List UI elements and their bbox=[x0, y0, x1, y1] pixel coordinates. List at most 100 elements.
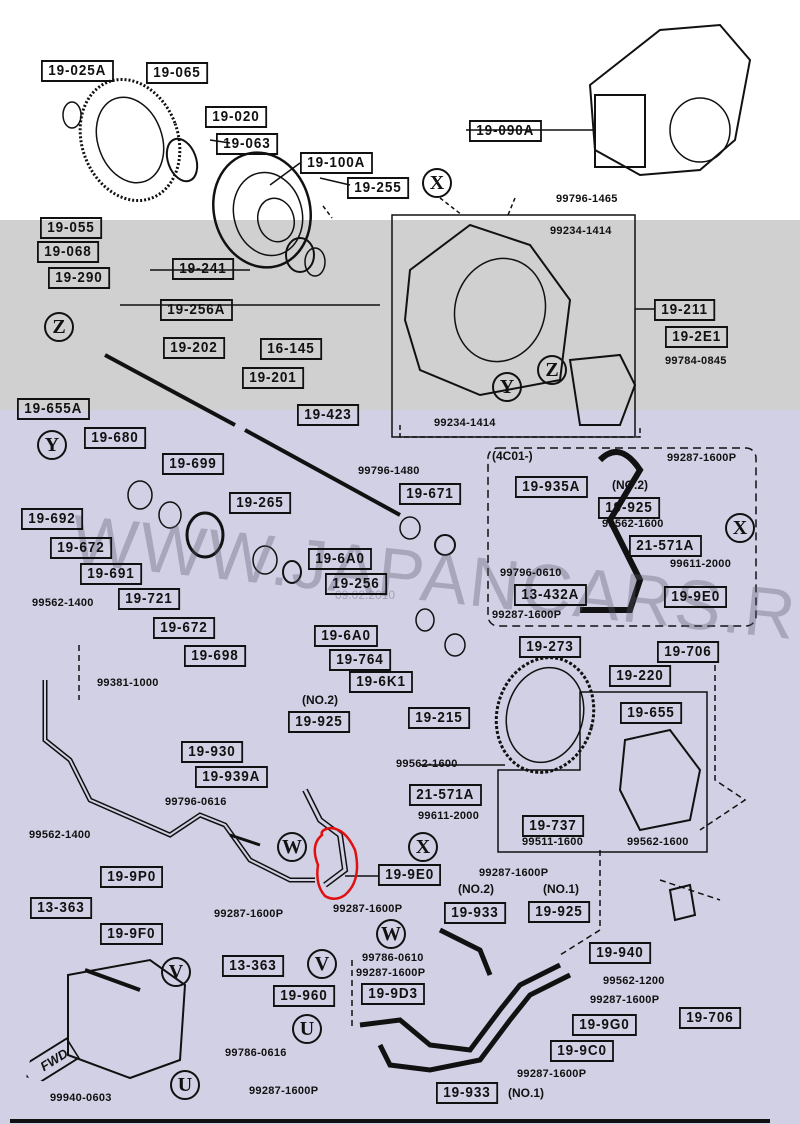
part-number[interactable]: 99287-1600P bbox=[492, 609, 562, 621]
part-label[interactable]: 19-737 bbox=[522, 815, 584, 837]
part-number[interactable]: 99287-1600P bbox=[249, 1085, 319, 1097]
part-number[interactable]: 99786-0616 bbox=[225, 1047, 287, 1059]
part-label[interactable]: 19-706 bbox=[679, 1007, 741, 1029]
part-number[interactable]: 99796-1480 bbox=[358, 465, 420, 477]
part-label[interactable]: 19-960 bbox=[273, 985, 335, 1007]
part-label[interactable]: 19-9F0 bbox=[100, 923, 163, 945]
part-number[interactable]: 99562-1600 bbox=[627, 836, 689, 848]
part-label[interactable]: 19-672 bbox=[50, 537, 112, 559]
part-label[interactable]: 19-672 bbox=[153, 617, 215, 639]
part-number[interactable]: 99287-1600P bbox=[356, 967, 426, 979]
part-label[interactable]: 13-363 bbox=[30, 897, 92, 919]
part-label[interactable]: 19-655 bbox=[620, 702, 682, 724]
part-number[interactable]: 99287-1600P bbox=[479, 867, 549, 879]
part-label[interactable]: 19-9C0 bbox=[550, 1040, 615, 1062]
reference-marker-v[interactable]: V bbox=[161, 957, 191, 987]
part-label[interactable]: 19-215 bbox=[408, 707, 470, 729]
part-number[interactable]: 99234-1414 bbox=[434, 417, 496, 429]
part-label[interactable]: 19-698 bbox=[184, 645, 246, 667]
reference-marker-w[interactable]: W bbox=[277, 832, 307, 862]
part-label[interactable]: 19-9E0 bbox=[664, 586, 728, 608]
part-label[interactable]: 19-6A0 bbox=[308, 548, 373, 570]
part-label[interactable]: 19-255 bbox=[347, 177, 409, 199]
part-label[interactable]: 19-933 bbox=[436, 1082, 498, 1104]
part-number[interactable]: 99287-1600P bbox=[517, 1068, 587, 1080]
part-number[interactable]: 99562-1400 bbox=[29, 829, 91, 841]
reference-marker-x[interactable]: X bbox=[422, 168, 452, 198]
reference-marker-z[interactable]: Z bbox=[44, 312, 74, 342]
part-label[interactable]: 19-671 bbox=[399, 483, 461, 505]
part-number[interactable]: 99562-1400 bbox=[32, 597, 94, 609]
part-label[interactable]: 19-211 bbox=[654, 299, 716, 321]
part-label[interactable]: 19-202 bbox=[163, 337, 225, 359]
part-label[interactable]: 13-363 bbox=[222, 955, 284, 977]
part-label[interactable]: 19-680 bbox=[84, 427, 146, 449]
part-number[interactable]: 99562-1600 bbox=[396, 758, 458, 770]
part-label[interactable]: 19-691 bbox=[80, 563, 142, 585]
part-label[interactable]: 19-925 bbox=[288, 711, 350, 733]
part-label[interactable]: 19-256 bbox=[325, 573, 387, 595]
reference-marker-w[interactable]: W bbox=[376, 919, 406, 949]
reference-marker-x[interactable]: X bbox=[725, 513, 755, 543]
part-label[interactable]: 19-063 bbox=[216, 133, 278, 155]
part-number[interactable]: 99287-1600P bbox=[667, 452, 737, 464]
part-label[interactable]: 19-025A bbox=[41, 60, 114, 82]
part-label[interactable]: 19-068 bbox=[37, 241, 99, 263]
part-label[interactable]: 19-9E0 bbox=[378, 864, 442, 886]
part-number[interactable]: 99796-0610 bbox=[500, 567, 562, 579]
part-label[interactable]: 19-721 bbox=[118, 588, 180, 610]
part-label[interactable]: 19-055 bbox=[40, 217, 102, 239]
part-number[interactable]: 99562-1600 bbox=[602, 518, 664, 530]
part-number[interactable]: 99381-1000 bbox=[97, 677, 159, 689]
part-label[interactable]: 19-241 bbox=[172, 258, 234, 280]
part-number[interactable]: 99287-1600P bbox=[333, 903, 403, 915]
part-label[interactable]: 19-220 bbox=[609, 665, 671, 687]
part-label[interactable]: 21-571A bbox=[629, 535, 702, 557]
reference-marker-v[interactable]: V bbox=[307, 949, 337, 979]
part-label[interactable]: 19-201 bbox=[242, 367, 304, 389]
part-number[interactable]: 99287-1600P bbox=[214, 908, 284, 920]
reference-marker-x[interactable]: X bbox=[408, 832, 438, 862]
part-label[interactable]: 19-692 bbox=[21, 508, 83, 530]
part-number[interactable]: 99234-1414 bbox=[550, 225, 612, 237]
part-number[interactable]: 99611-2000 bbox=[418, 810, 480, 822]
part-number[interactable]: 99784-0845 bbox=[665, 355, 727, 367]
part-label[interactable]: 19-6K1 bbox=[349, 671, 414, 693]
part-number[interactable]: 99611-2000 bbox=[670, 558, 732, 570]
part-label[interactable]: 19-6A0 bbox=[314, 625, 379, 647]
part-label[interactable]: 19-100A bbox=[300, 152, 373, 174]
part-number[interactable]: 99562-1200 bbox=[603, 975, 665, 987]
part-label[interactable]: 13-432A bbox=[514, 584, 587, 606]
part-number[interactable]: 99511-1600 bbox=[522, 836, 584, 848]
part-label[interactable]: 19-9G0 bbox=[572, 1014, 637, 1036]
part-label[interactable]: 19-256A bbox=[160, 299, 233, 321]
part-label[interactable]: 19-655A bbox=[17, 398, 90, 420]
part-label[interactable]: 19-930 bbox=[181, 741, 243, 763]
part-label[interactable]: 16-145 bbox=[260, 338, 322, 360]
part-label[interactable]: 21-571A bbox=[409, 784, 482, 806]
part-label[interactable]: 19-090A bbox=[469, 120, 542, 142]
reference-marker-y[interactable]: Y bbox=[492, 372, 522, 402]
part-label[interactable]: 19-764 bbox=[329, 649, 391, 671]
part-label[interactable]: 19-939A bbox=[195, 766, 268, 788]
part-label[interactable]: 19-925 bbox=[598, 497, 660, 519]
part-label[interactable]: 19-265 bbox=[229, 492, 291, 514]
part-number[interactable]: 99796-0616 bbox=[165, 796, 227, 808]
part-number[interactable]: 99796-1465 bbox=[556, 193, 618, 205]
part-label[interactable]: 19-940 bbox=[589, 942, 651, 964]
reference-marker-z[interactable]: Z bbox=[537, 355, 567, 385]
part-label[interactable]: 19-2E1 bbox=[665, 326, 729, 348]
part-label[interactable]: 19-933 bbox=[444, 902, 506, 924]
part-label[interactable]: 19-290 bbox=[48, 267, 110, 289]
part-number[interactable]: 99940-0603 bbox=[50, 1092, 112, 1104]
part-label[interactable]: 19-423 bbox=[297, 404, 359, 426]
reference-marker-y[interactable]: Y bbox=[37, 430, 67, 460]
part-label[interactable]: 19-699 bbox=[162, 453, 224, 475]
part-label[interactable]: 19-020 bbox=[205, 106, 267, 128]
part-label[interactable]: 19-9D3 bbox=[361, 983, 426, 1005]
part-label[interactable]: 19-706 bbox=[657, 641, 719, 663]
part-label[interactable]: 19-935A bbox=[515, 476, 588, 498]
reference-marker-u[interactable]: U bbox=[292, 1014, 322, 1044]
part-label[interactable]: 19-925 bbox=[528, 901, 590, 923]
part-number[interactable]: 99287-1600P bbox=[590, 994, 660, 1006]
